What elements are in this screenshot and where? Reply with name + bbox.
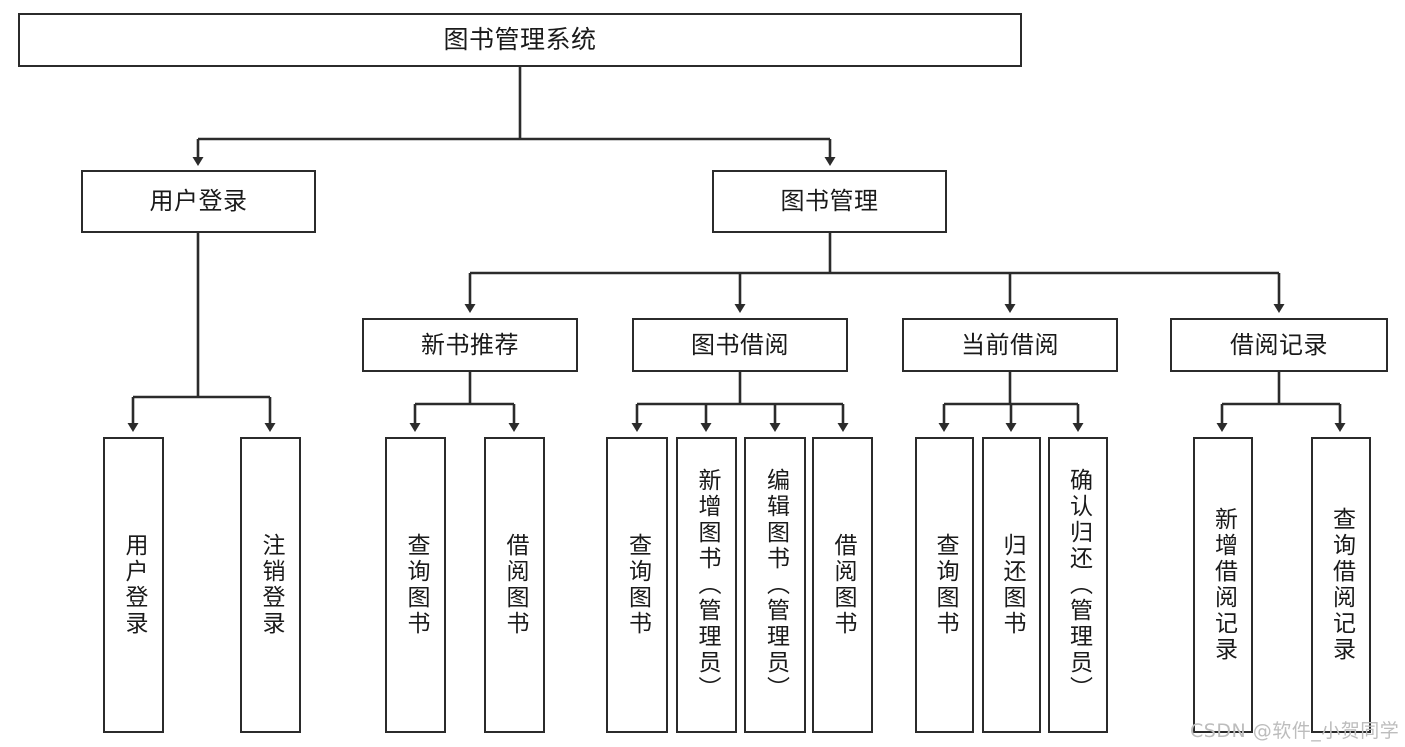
leaf-borrow-book[interactable]: 借阅图书 xyxy=(812,437,873,733)
leaf-query-book-current[interactable]: 查询图书 xyxy=(915,437,974,733)
node-book-borrow[interactable]: 图书借阅 xyxy=(632,318,848,372)
leaf-confirm-return[interactable]: 确认归还（管理员） xyxy=(1048,437,1108,733)
node-root-system[interactable]: 图书管理系统 xyxy=(18,13,1022,67)
node-label: 新书推荐 xyxy=(421,330,519,359)
node-label: 归还图书 xyxy=(999,533,1025,637)
node-label: 查询图书 xyxy=(403,533,429,637)
node-label: 注销登录 xyxy=(258,533,284,637)
node-label: 借阅图书 xyxy=(830,533,856,637)
leaf-query-book-borrow[interactable]: 查询图书 xyxy=(606,437,668,733)
node-new-book-recommend[interactable]: 新书推荐 xyxy=(362,318,578,372)
node-label: 用户登录 xyxy=(149,187,248,216)
node-user-login[interactable]: 用户登录 xyxy=(81,170,316,233)
node-label: 新增借阅记录 xyxy=(1210,507,1237,663)
node-label: 新增图书（管理员） xyxy=(694,468,720,702)
node-label: 编辑图书（管理员） xyxy=(762,468,789,702)
leaf-return-book[interactable]: 归还图书 xyxy=(982,437,1041,733)
node-label: 查询图书 xyxy=(932,533,958,637)
node-label: 借阅图书 xyxy=(502,533,528,637)
leaf-edit-book[interactable]: 编辑图书（管理员） xyxy=(744,437,806,733)
leaf-borrow-book-recommend[interactable]: 借阅图书 xyxy=(484,437,545,733)
node-label: 确认归还（管理员） xyxy=(1065,468,1092,702)
node-label: 借阅记录 xyxy=(1230,330,1328,359)
node-borrow-record[interactable]: 借阅记录 xyxy=(1170,318,1388,372)
leaf-query-borrow-record[interactable]: 查询借阅记录 xyxy=(1311,437,1371,733)
leaf-add-book[interactable]: 新增图书（管理员） xyxy=(676,437,737,733)
leaf-query-book-recommend[interactable]: 查询图书 xyxy=(385,437,446,733)
node-label: 查询图书 xyxy=(624,533,651,637)
node-label: 图书管理 xyxy=(780,187,879,216)
leaf-logout[interactable]: 注销登录 xyxy=(240,437,301,733)
node-label: 用户登录 xyxy=(121,533,147,637)
leaf-add-borrow-record[interactable]: 新增借阅记录 xyxy=(1193,437,1253,733)
node-label: 图书管理系统 xyxy=(443,25,597,55)
node-label: 当前借阅 xyxy=(961,330,1059,359)
leaf-user-login[interactable]: 用户登录 xyxy=(103,437,164,733)
node-label: 查询借阅记录 xyxy=(1328,507,1355,663)
node-current-borrow[interactable]: 当前借阅 xyxy=(902,318,1118,372)
node-book-management[interactable]: 图书管理 xyxy=(712,170,947,233)
node-label: 图书借阅 xyxy=(691,330,789,359)
watermark: CSDN @软件_小贺同学 xyxy=(1190,720,1400,742)
